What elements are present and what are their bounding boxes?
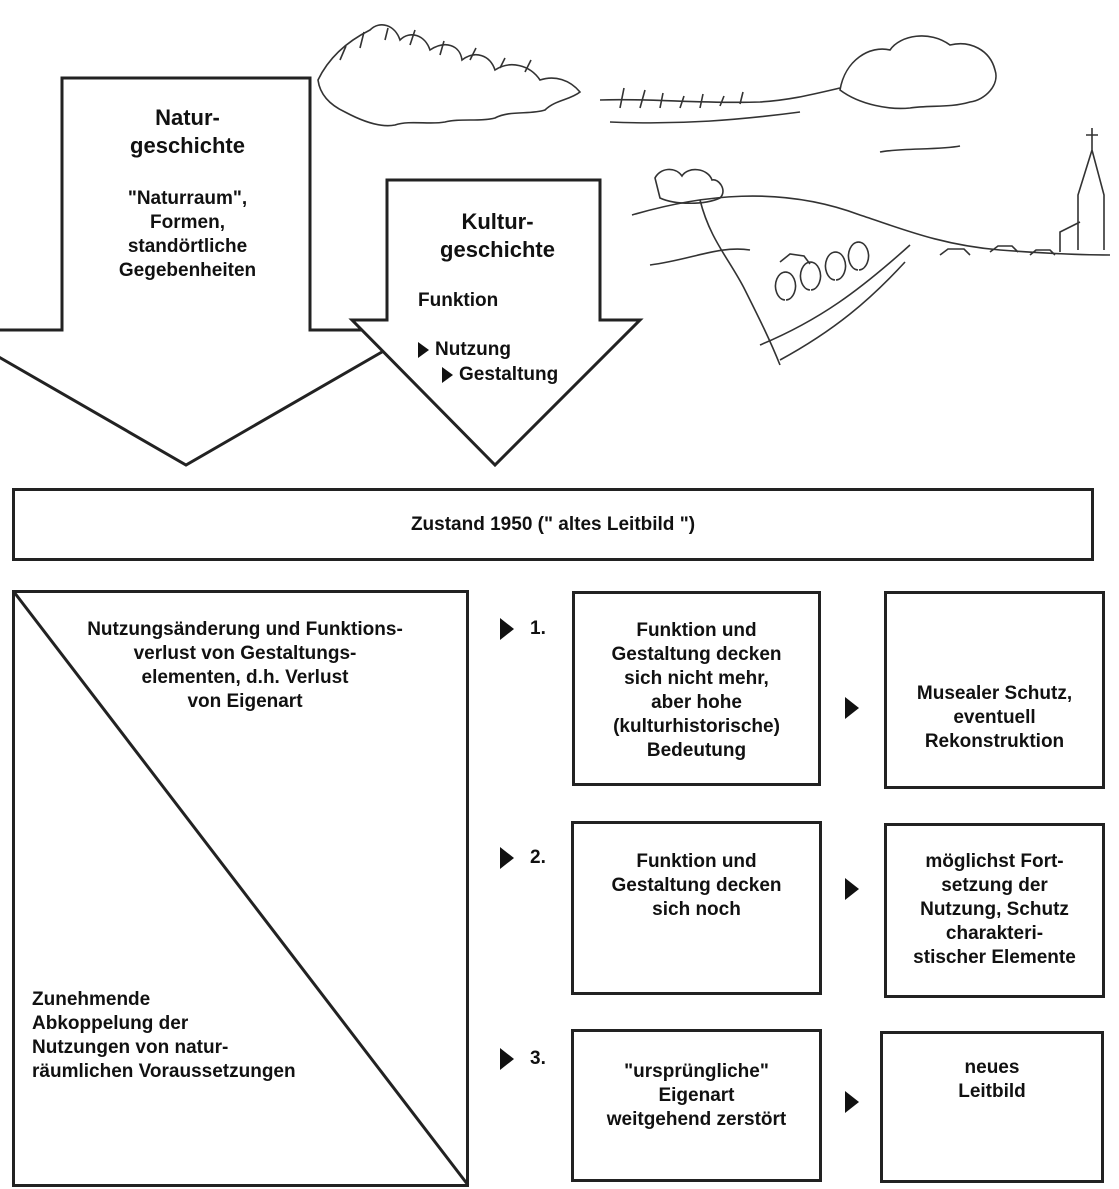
culture-arrow bbox=[348, 178, 644, 468]
triangle-icon bbox=[845, 1091, 859, 1113]
culture-line-2: Nutzung bbox=[418, 314, 511, 362]
case-2-condition: Funktion und Gestaltung decken sich noch bbox=[611, 851, 782, 920]
case-3-result: neues Leitbild bbox=[958, 1057, 1026, 1102]
nature-arrow-title: Natur- geschichte bbox=[130, 105, 245, 158]
small-triangle-icon bbox=[418, 341, 429, 358]
triangle-icon bbox=[845, 697, 859, 719]
triangle-icon bbox=[500, 618, 514, 640]
case-1-condition: Funktion und Gestaltung decken sich nich… bbox=[611, 620, 782, 761]
case-2-number: 2. bbox=[530, 847, 546, 868]
nature-arrow bbox=[0, 76, 426, 467]
left-panel-bottom-text: Zunehmende Abkoppelung der Nutzungen von… bbox=[32, 989, 296, 1082]
triangle-icon bbox=[500, 1048, 514, 1070]
case-3-number: 3. bbox=[530, 1048, 546, 1069]
bush-sketch bbox=[839, 35, 997, 110]
state-1950-label: Zustand 1950 (" altes Leitbild ") bbox=[410, 513, 696, 535]
culture-line-3: Gestaltung bbox=[442, 339, 558, 387]
road-sketch bbox=[759, 244, 911, 346]
church-sketch bbox=[1059, 128, 1105, 252]
nature-arrow-text: "Naturraum", Formen, standörtliche Gegeb… bbox=[118, 188, 257, 281]
hill-sketch bbox=[631, 195, 1111, 256]
tree-cluster-sketch bbox=[317, 24, 582, 127]
case-1-condition-box: Funktion und Gestaltung decken sich nich… bbox=[572, 591, 821, 786]
case-2-condition-box: Funktion und Gestaltung decken sich noch bbox=[571, 821, 822, 995]
culture-arrow-title: Kultur- geschichte bbox=[440, 209, 555, 262]
left-panel-top-text: Nutzungsänderung und Funktions- verlust … bbox=[87, 619, 403, 712]
triangle-icon bbox=[500, 847, 514, 869]
case-3-condition-box: "ursprüngliche" Eigenart weitgehend zers… bbox=[571, 1029, 822, 1182]
case-3-result-box: neues Leitbild bbox=[880, 1031, 1104, 1183]
case-1-result: Musealer Schutz, eventuell Rekonstruktio… bbox=[916, 683, 1073, 752]
state-1950-box: Zustand 1950 (" altes Leitbild ") bbox=[12, 488, 1094, 561]
case-2-result: möglichst Fort- setzung der Nutzung, Sch… bbox=[913, 851, 1076, 968]
culture-line-1: Funktion bbox=[418, 290, 499, 311]
case-2-result-box: möglichst Fort- setzung der Nutzung, Sch… bbox=[884, 823, 1105, 998]
small-triangle-icon bbox=[442, 366, 453, 383]
left-panel bbox=[12, 590, 469, 1187]
triangle-icon bbox=[845, 878, 859, 900]
case-1-number: 1. bbox=[530, 618, 546, 639]
tree-row-sketch bbox=[774, 241, 870, 301]
case-1-result-box: Musealer Schutz, eventuell Rekonstruktio… bbox=[884, 591, 1105, 789]
case-3-condition: "ursprüngliche" Eigenart weitgehend zers… bbox=[606, 1061, 787, 1130]
panel-diagonal bbox=[12, 591, 470, 1186]
